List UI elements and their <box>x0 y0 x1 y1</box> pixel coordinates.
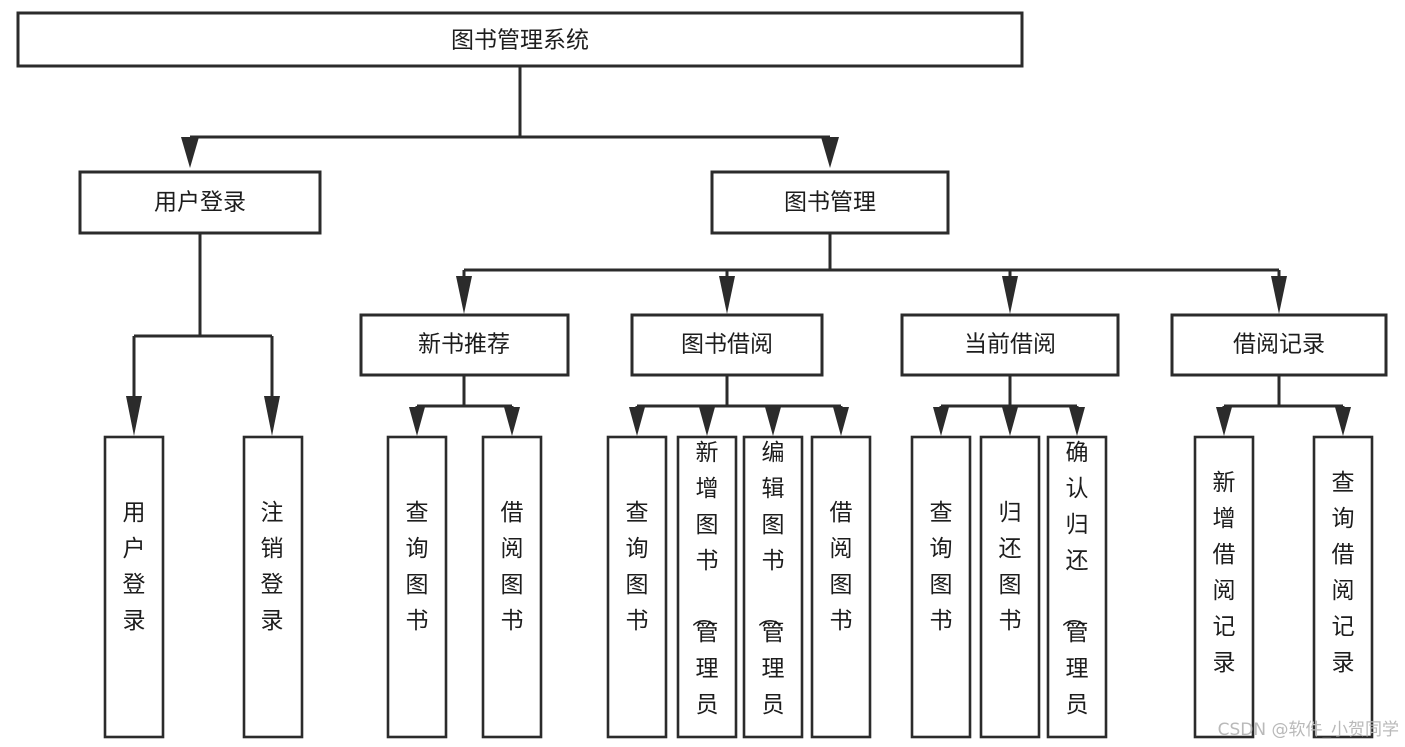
leaf-borrow-records-2-box[interactable] <box>1312 435 1374 739</box>
leaf-borrow-records-1-box[interactable] <box>1193 435 1255 739</box>
node-current-borrow-label: 当前借阅 <box>964 332 1056 358</box>
node-new-book-recommend-box[interactable] <box>359 313 570 377</box>
leaf-current-borrow-2[interactable]: 归还图书 <box>979 435 1041 739</box>
node-book-manage-box[interactable] <box>710 170 950 235</box>
node-book-borrow-box[interactable] <box>630 313 824 377</box>
node-new-book-recommend-label: 新书推荐 <box>418 332 510 358</box>
arrow-bb-leaf-1 <box>629 407 645 436</box>
arrow-rec-leaf-1 <box>1216 407 1232 436</box>
leaf-book-borrow-2-box[interactable] <box>676 435 738 739</box>
csdn-watermark: CSDN @软件_小贺同学 <box>1218 720 1399 740</box>
node-user-login-box[interactable] <box>78 170 322 235</box>
leaf-current-borrow-3-label: 确认归还（管理员） <box>1060 440 1089 747</box>
node-user-login[interactable]: 用户登录 <box>78 170 322 235</box>
node-book-manage[interactable]: 图书管理 <box>710 170 950 235</box>
node-new-book-recommend[interactable]: 新书推荐 <box>359 313 570 377</box>
node-root-label: 图书管理系统 <box>451 28 589 54</box>
arrow-to-new-book <box>456 276 472 314</box>
leaf-current-borrow-2-box[interactable] <box>979 435 1041 739</box>
leaf-current-borrow-3[interactable]: 确认归还（管理员） <box>1046 435 1108 747</box>
node-user-login-label: 用户登录 <box>154 190 246 216</box>
leaf-current-borrow-1-label: 查询图书 <box>930 500 953 634</box>
leaf-user-login-2[interactable]: 注销登录 <box>242 435 304 739</box>
leaf-book-borrow-4-label: 借阅图书 <box>830 500 853 634</box>
arrow-to-book-manage <box>821 137 839 168</box>
arrow-to-user-login <box>181 137 199 168</box>
node-root-box[interactable] <box>16 11 1024 68</box>
leaf-user-login-1-label: 用户登录 <box>123 500 146 634</box>
node-book-manage-label: 图书管理 <box>784 190 876 216</box>
arrow-newbook-leaf-2 <box>504 407 520 436</box>
leaf-book-borrow-3[interactable]: 编辑图书（管理员） <box>742 435 804 747</box>
node-book-borrow-label: 图书借阅 <box>681 332 773 358</box>
leaf-current-borrow-1[interactable]: 查询图书 <box>910 435 972 739</box>
arrow-cb-leaf-3 <box>1069 407 1085 436</box>
leaf-user-login-1[interactable]: 用户登录 <box>103 435 165 739</box>
node-borrow-records-box[interactable] <box>1170 313 1388 377</box>
leaf-new-book-1-label: 查询图书 <box>406 500 429 634</box>
leaf-book-borrow-4[interactable]: 借阅图书 <box>810 435 872 739</box>
leaf-new-book-2[interactable]: 借阅图书 <box>481 435 543 739</box>
edge-layer <box>126 66 1351 436</box>
leaf-borrow-records-2-label: 查询借阅记录 <box>1332 470 1355 676</box>
leaf-book-borrow-1-label: 查询图书 <box>626 500 649 634</box>
arrow-bb-leaf-4 <box>833 407 849 436</box>
leaf-book-borrow-4-box[interactable] <box>810 435 872 739</box>
arrow-user-leaf-1 <box>126 396 142 436</box>
leaf-book-borrow-3-label: 编辑图书（管理员） <box>756 440 785 747</box>
arrow-cb-leaf-2 <box>1002 407 1018 436</box>
leaf-user-login-2-label: 注销登录 <box>261 500 284 634</box>
node-borrow-records[interactable]: 借阅记录 <box>1170 313 1388 377</box>
leaf-book-borrow-2[interactable]: 新增图书（管理员） <box>676 435 738 747</box>
arrow-to-current-borrow <box>1002 276 1018 314</box>
leaf-current-borrow-1-box[interactable] <box>910 435 972 739</box>
leaf-borrow-records-1[interactable]: 新增借阅记录 <box>1193 435 1255 739</box>
leaf-book-borrow-3-box[interactable] <box>742 435 804 739</box>
leaf-user-login-1-box[interactable] <box>103 435 165 739</box>
arrow-bb-leaf-3 <box>765 407 781 436</box>
arrow-rec-leaf-2 <box>1335 407 1351 436</box>
arrow-cb-leaf-1 <box>933 407 949 436</box>
node-book-borrow[interactable]: 图书借阅 <box>630 313 824 377</box>
leaf-book-borrow-1-box[interactable] <box>606 435 668 739</box>
arrow-bb-leaf-2 <box>699 407 715 436</box>
arrow-newbook-leaf-1 <box>409 407 425 436</box>
leaf-borrow-records-1-label: 新增借阅记录 <box>1213 470 1236 676</box>
arrow-user-leaf-2 <box>264 396 280 436</box>
leaf-book-borrow-2-label: 新增图书（管理员） <box>690 440 719 747</box>
leaf-new-book-1[interactable]: 查询图书 <box>386 435 448 739</box>
leaf-current-borrow-2-label: 归还图书 <box>999 500 1022 634</box>
node-root[interactable]: 图书管理系统 <box>16 11 1024 68</box>
leaf-new-book-2-label: 借阅图书 <box>501 500 524 634</box>
node-current-borrow[interactable]: 当前借阅 <box>900 313 1120 377</box>
arrow-to-borrow-records <box>1271 276 1287 314</box>
node-borrow-records-label: 借阅记录 <box>1233 332 1325 358</box>
leaf-book-borrow-1[interactable]: 查询图书 <box>606 435 668 739</box>
leaf-new-book-2-box[interactable] <box>481 435 543 739</box>
leaf-current-borrow-3-box[interactable] <box>1046 435 1108 739</box>
arrow-to-book-borrow <box>719 276 735 314</box>
leaf-new-book-1-box[interactable] <box>386 435 448 739</box>
leaf-borrow-records-2[interactable]: 查询借阅记录 <box>1312 435 1374 739</box>
leaf-user-login-2-box[interactable] <box>242 435 304 739</box>
node-current-borrow-box[interactable] <box>900 313 1120 377</box>
